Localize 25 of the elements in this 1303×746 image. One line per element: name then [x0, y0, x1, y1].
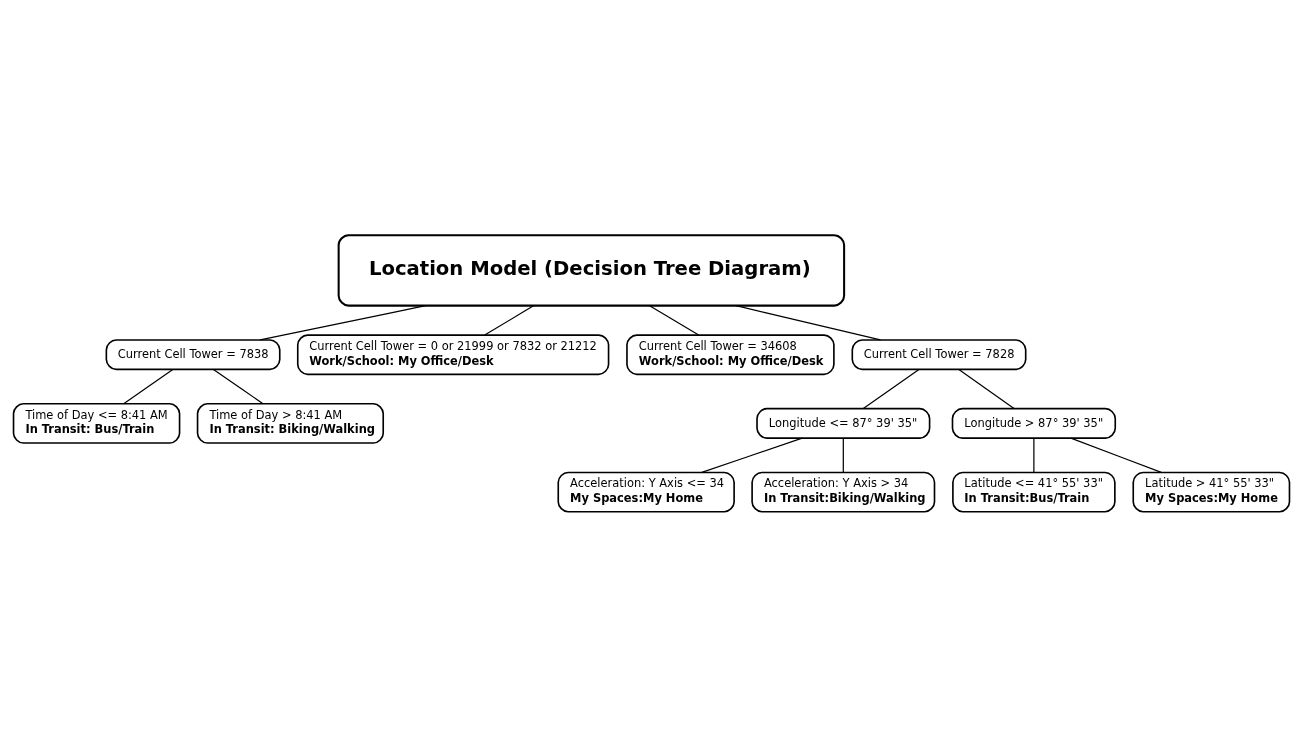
node-box: Current Cell Tower = 7838	[105, 338, 281, 370]
connector	[1070, 437, 1162, 473]
node-box: Time of Day <= 8:41 AM In Transit: Bus/Train	[12, 402, 181, 444]
node-box: Current Cell Tower = 7828	[851, 338, 1027, 370]
connector	[842, 437, 844, 473]
connector	[735, 304, 882, 341]
node-box: Acceleration: Y Axis <= 34 My Spaces:My Home	[557, 471, 735, 513]
connector	[123, 368, 174, 404]
node-box: Longitude <= 87° 39' 35"	[756, 407, 931, 439]
node-box: Current Cell Tower = 34608 Work/School: My Office/Desk	[626, 333, 835, 375]
connector	[648, 304, 700, 336]
connector	[862, 368, 920, 409]
node-box: Latitude <= 41° 55' 33" In Transit:Bus/Train	[952, 471, 1116, 513]
node-box: Longitude > 87° 39' 35"	[951, 407, 1117, 439]
connector	[259, 304, 427, 341]
node-box: Latitude > 41° 55' 33" My Spaces:My Home	[1132, 471, 1291, 513]
node-box: Location Model (Decision Tree Diagram)	[337, 233, 846, 307]
node-box: Time of Day > 8:41 AM In Transit: Biking/Walking	[196, 402, 385, 444]
connector	[212, 368, 264, 404]
connector	[1033, 437, 1035, 473]
node-box: Current Cell Tower = 0 or 21999 or 7832 or 21212 Work/School: My Office/Desk	[296, 333, 610, 375]
node-box: Acceleration: Y Axis > 34 In Transit:Biking/Walking	[751, 471, 936, 513]
connector	[484, 304, 535, 336]
connector	[958, 368, 1015, 409]
connector	[701, 437, 803, 473]
